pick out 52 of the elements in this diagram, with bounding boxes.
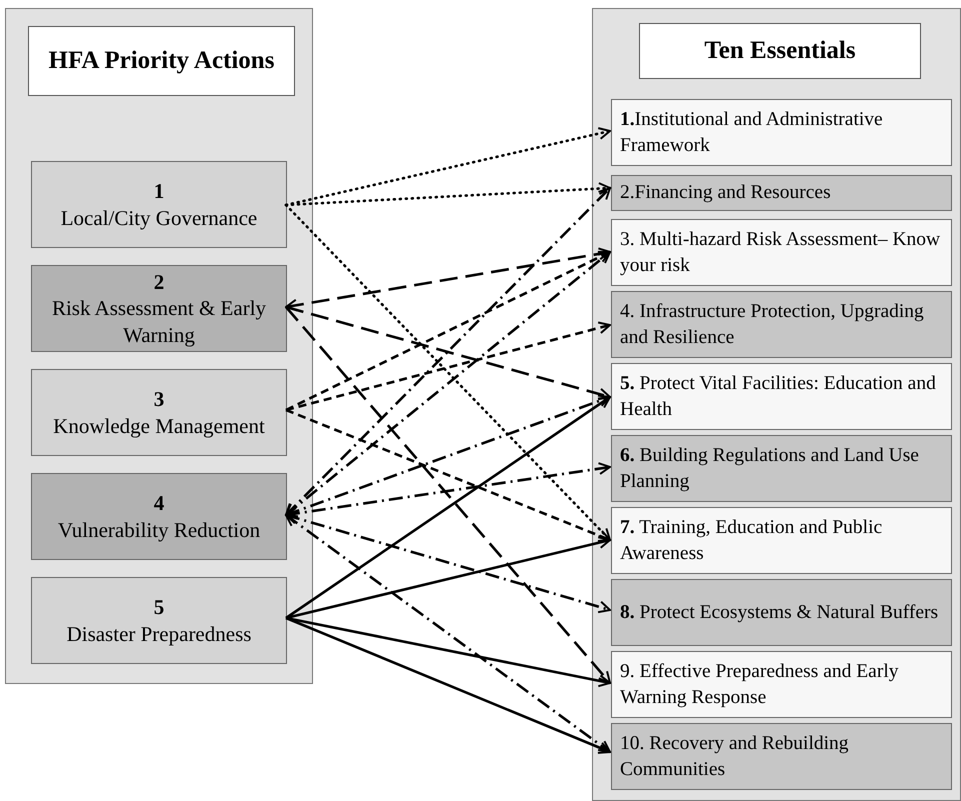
essential-box xyxy=(611,723,952,790)
essential-box xyxy=(611,219,952,286)
box-label: 7. Training, Education and Public Awareness xyxy=(620,516,884,566)
panel-title: Ten Essentials xyxy=(639,23,921,79)
essential-box xyxy=(611,99,952,166)
arrow xyxy=(285,394,611,518)
essential-box xyxy=(611,435,952,502)
box-label: 6. Building Regulations and Land Use Planning xyxy=(620,444,920,494)
box-number: 5 xyxy=(154,594,164,620)
group-panel xyxy=(5,8,313,684)
box-label: Risk Assessment & Early Warning xyxy=(50,295,268,348)
essential-box xyxy=(611,651,952,718)
action-box xyxy=(31,265,287,352)
box-number: 3 xyxy=(154,386,164,412)
box-label: Local/City Governance xyxy=(60,204,258,231)
box-label: 1.Institutional and Administrative Framework xyxy=(620,108,884,158)
box-label: 9. Effective Preparedness and Early Warning Response xyxy=(620,660,900,710)
box-label: 10. Recovery and Rebuilding Communities xyxy=(620,732,850,782)
arrow xyxy=(286,616,611,688)
arrow xyxy=(286,536,611,620)
essential-box xyxy=(611,507,952,574)
arrow xyxy=(284,127,612,206)
box-label: 5. Protect Vital Facilities: Education and Health xyxy=(620,372,937,422)
box-number: 2 xyxy=(154,269,164,296)
action-box xyxy=(31,577,287,664)
box-label: Knowledge Management xyxy=(53,412,265,439)
essential-box xyxy=(611,579,952,646)
box-label: Vulnerability Reduction xyxy=(58,516,260,543)
essential-box xyxy=(611,363,952,430)
action-box xyxy=(31,161,287,248)
arrow xyxy=(285,306,611,684)
arrow xyxy=(285,514,611,754)
arrow xyxy=(286,408,611,542)
arrow xyxy=(285,251,611,516)
arrow xyxy=(284,182,612,206)
box-label: 8. Protect Ecosystems & Natural Buffers xyxy=(620,600,940,625)
box-label: 2.Financing and Resources xyxy=(620,181,832,206)
box-number: 4 xyxy=(154,490,164,516)
box-label: 3. Multi-hazard Risk Assessment– Know your risk xyxy=(620,228,942,278)
box-label: 4. Infrastructure Protection, Upgrading and Resilience xyxy=(620,300,925,350)
essential-box xyxy=(611,175,952,211)
group-panel xyxy=(592,8,961,801)
arrow xyxy=(286,616,611,754)
action-box xyxy=(31,473,287,560)
essential-box xyxy=(611,291,952,358)
box-number: 1 xyxy=(154,178,164,204)
arrow xyxy=(285,396,611,620)
arrow xyxy=(286,322,611,412)
panel-title: HFA Priority Actions xyxy=(28,26,295,96)
box-label: Disaster Preparedness xyxy=(66,620,252,647)
arrow xyxy=(285,250,611,412)
action-box xyxy=(31,369,287,456)
